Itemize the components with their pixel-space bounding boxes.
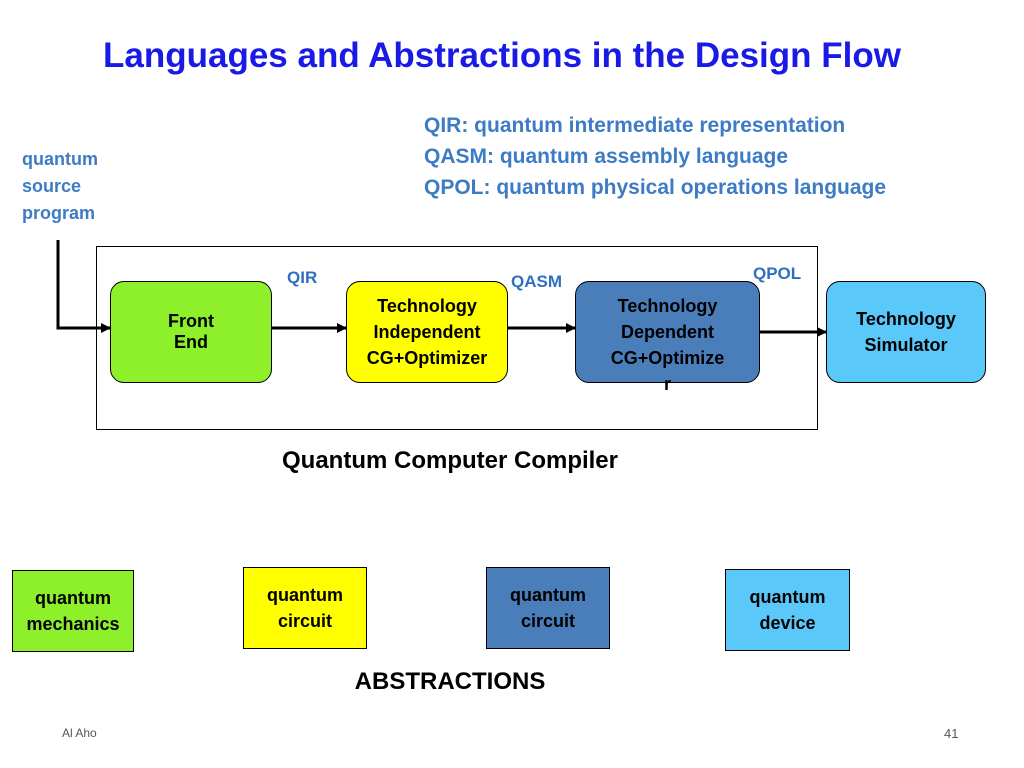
- box-line: Front: [168, 311, 214, 331]
- abstraction-quantum-mechanics: quantum mechanics: [12, 570, 134, 652]
- source-label-line: quantum: [22, 149, 98, 169]
- source-arrow: [56, 240, 111, 333]
- box-line: Dependent: [620, 322, 714, 342]
- box-line: quantum: [510, 585, 586, 605]
- box-line: quantum: [749, 587, 826, 607]
- box-line: circuit: [277, 611, 333, 631]
- box-line: Simulator: [864, 335, 948, 355]
- abstraction-quantum-circuit-1: quantum circuit: [243, 567, 367, 649]
- compiler-frame: [96, 246, 818, 430]
- abstraction-quantum-device: quantum device: [725, 569, 850, 651]
- legend-qasm: QASM: quantum assembly language: [424, 145, 789, 168]
- compiler-caption: Quantum Computer Compiler: [281, 447, 618, 474]
- box-line: circuit: [520, 611, 576, 631]
- legend-qpol: QPOL: quantum physical operations langua…: [424, 176, 887, 199]
- abstractions-label: ABSTRACTIONS: [354, 668, 546, 695]
- slide-title: Languages and Abstractions in the Design…: [103, 36, 901, 75]
- box-line: Independent: [373, 322, 481, 342]
- legend: QIR: quantum intermediate representation…: [424, 110, 886, 203]
- legend-qir: QIR: quantum intermediate representation: [424, 114, 846, 137]
- box-line: Technology: [856, 309, 956, 329]
- qpol-label: QPOL: [753, 264, 802, 283]
- box-line: End: [173, 332, 208, 352]
- box-line: Technology: [377, 296, 477, 316]
- box-line: r: [663, 374, 671, 394]
- tech-simulator-box: Technology Simulator: [826, 281, 986, 383]
- box-line: quantum: [267, 585, 343, 605]
- source-label-line: program: [22, 203, 96, 223]
- box-line: Technology: [617, 296, 718, 316]
- tech-dependent-box: Technology Dependent CG+Optimize r: [575, 281, 760, 394]
- box-line: quantum: [35, 588, 111, 608]
- source-program-label: quantum source program: [22, 146, 98, 227]
- box-line: CG+Optimizer: [366, 348, 488, 368]
- box-line: mechanics: [26, 614, 120, 634]
- qir-label: QIR: [287, 268, 318, 287]
- box-line: device: [759, 613, 816, 633]
- box-line: CG+Optimize: [610, 348, 725, 368]
- footer-author: Al Aho: [62, 726, 97, 740]
- qasm-label: QASM: [511, 272, 562, 291]
- page-number: 41: [944, 726, 959, 741]
- source-label-line: source: [22, 176, 82, 196]
- abstraction-quantum-circuit-2: quantum circuit: [486, 567, 610, 649]
- front-end-box: Front End: [110, 281, 272, 383]
- tech-independent-box: Technology Independent CG+Optimizer: [346, 281, 508, 383]
